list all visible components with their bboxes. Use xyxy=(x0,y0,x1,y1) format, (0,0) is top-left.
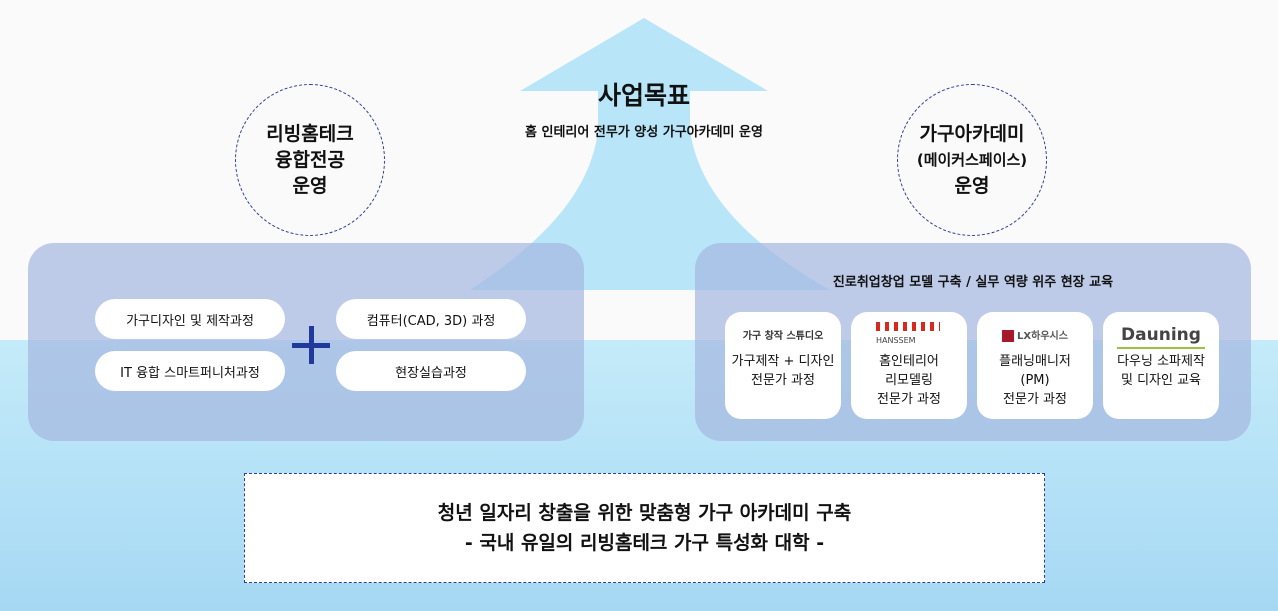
card-line: 리모델링 xyxy=(885,373,933,388)
right-circle-line: 운영 xyxy=(954,175,990,197)
vision-line: 청년 일자리 창출을 위한 맞춤형 가구 아카데미 구축 xyxy=(437,502,852,524)
studio-logo: 가구 창작 스튜디오 xyxy=(742,330,824,342)
course-pill: 컴퓨터(CAD, 3D) 과정 xyxy=(336,299,526,339)
card-line: 전문가 과정 xyxy=(877,392,941,407)
left-circle: 리빙홈테크 융합전공 운영 xyxy=(235,84,385,236)
program-card: LX하우시스 플래닝매니저 (PM) 전문가 과정 xyxy=(977,312,1093,419)
program-card: HANSSEM 홈인테리어 리모델링 전문가 과정 xyxy=(851,312,967,419)
right-circle: 가구아카데미 (메이커스페이스) 운영 xyxy=(897,84,1047,236)
left-circle-line: 리빙홈테크 xyxy=(266,123,354,145)
program-card: 가구 창작 스튜디오 가구제작 + 디자인 전문가 과정 xyxy=(725,312,841,419)
right-circle-line: (메이커스페이스) xyxy=(916,151,1028,169)
card-line: (PM) xyxy=(1020,373,1050,388)
plus-icon xyxy=(292,326,330,364)
hanssem-logo: HANSSEM xyxy=(851,320,967,352)
course-pill: 가구디자인 및 제작과정 xyxy=(95,299,285,339)
card-line: 및 디자인 교육 xyxy=(1120,373,1202,388)
right-panel-heading: 진로취업창업 모델 구축 / 실무 역량 위주 현장 교육 xyxy=(832,275,1114,290)
course-pill: 현장실습과정 xyxy=(336,351,526,391)
goal-title: 사업목표 xyxy=(597,81,690,110)
card-line: 전문가 과정 xyxy=(1003,392,1067,407)
lx-hausys-logo: LX하우시스 xyxy=(977,320,1093,352)
goal-subtitle: 홈 인테리어 전무가 양성 가구아카데미 운영 xyxy=(525,125,763,140)
left-circle-line: 운영 xyxy=(292,175,328,197)
vision-box: 청년 일자리 창출을 위한 맞춤형 가구 아카데미 구축 - 국내 유일의 리빙… xyxy=(244,473,1045,583)
card-line: 플래닝매니저 xyxy=(999,354,1071,369)
left-panel xyxy=(28,243,584,441)
program-card: Dauning 다우닝 소파제작 및 디자인 교육 xyxy=(1103,312,1219,419)
vision-line: - 국내 유일의 리빙홈테크 가구 특성화 대학 - xyxy=(464,532,825,554)
right-circle-line: 가구아카데미 xyxy=(919,123,1025,145)
course-pill: IT 융합 스마트퍼니처과정 xyxy=(95,351,285,391)
dauning-logo: Dauning xyxy=(1117,323,1205,349)
card-line: 전문가 과정 xyxy=(751,373,815,388)
left-circle-line: 융합전공 xyxy=(275,149,345,171)
card-line: 다우닝 소파제작 xyxy=(1117,354,1205,369)
card-line: 홈인테리어 xyxy=(879,354,939,369)
card-line: 가구제작 + 디자인 xyxy=(731,354,835,369)
